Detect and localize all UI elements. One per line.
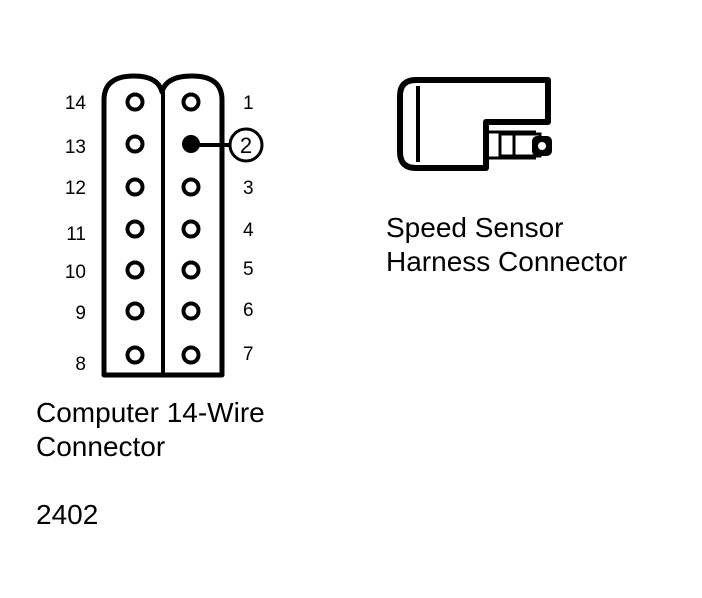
pin-7: [181, 345, 201, 365]
pin-6: [181, 301, 201, 321]
sensor-caption-line2: Harness Connector: [386, 246, 628, 277]
computer-caption-line2: Connector: [36, 431, 166, 462]
figure-number: 2402: [36, 499, 99, 530]
callout-circle: [228, 127, 264, 163]
computer-caption-line1: Computer 14-Wire: [36, 397, 265, 428]
pin-label-3: 3: [243, 178, 254, 199]
pin-label-7: 7: [243, 344, 254, 365]
pin-label-11: 11: [66, 224, 86, 245]
pin-label-9: 9: [75, 303, 86, 324]
pin-3: [181, 177, 201, 197]
pin-1: [181, 92, 201, 112]
pin-label-14: 14: [65, 93, 87, 114]
computer-connector-caption: Computer 14-Wire Connector: [36, 396, 265, 464]
sensor-caption-line1: Speed Sensor: [386, 212, 564, 243]
connector-outline-left: [101, 73, 225, 378]
pin-label-1: 1: [243, 93, 254, 114]
speed-sensor-caption: Speed Sensor Harness Connector: [386, 211, 627, 279]
pin-9: [125, 301, 145, 321]
pin-label-5: 5: [243, 259, 254, 280]
pin-label-10: 10: [65, 262, 86, 283]
sensor-body: [397, 77, 551, 171]
pin-label-12: 12: [65, 178, 86, 199]
pin-label-6: 6: [243, 300, 254, 321]
pin-13: [125, 134, 145, 154]
pins-group: [125, 92, 201, 365]
speed-sensor-connector: [397, 77, 552, 171]
callout-label: 2: [240, 133, 252, 158]
pin-5: [181, 260, 201, 280]
pin-11: [125, 219, 145, 239]
pin-4: [181, 219, 201, 239]
sensor-tip-hole: [538, 142, 546, 150]
pin-14: [125, 92, 145, 112]
pin-12: [125, 177, 145, 197]
pin-10: [125, 260, 145, 280]
pin-label-8: 8: [75, 354, 86, 375]
pin-label-4: 4: [243, 220, 254, 241]
pin-label-13: 13: [65, 137, 86, 158]
pin-8: [125, 345, 145, 365]
